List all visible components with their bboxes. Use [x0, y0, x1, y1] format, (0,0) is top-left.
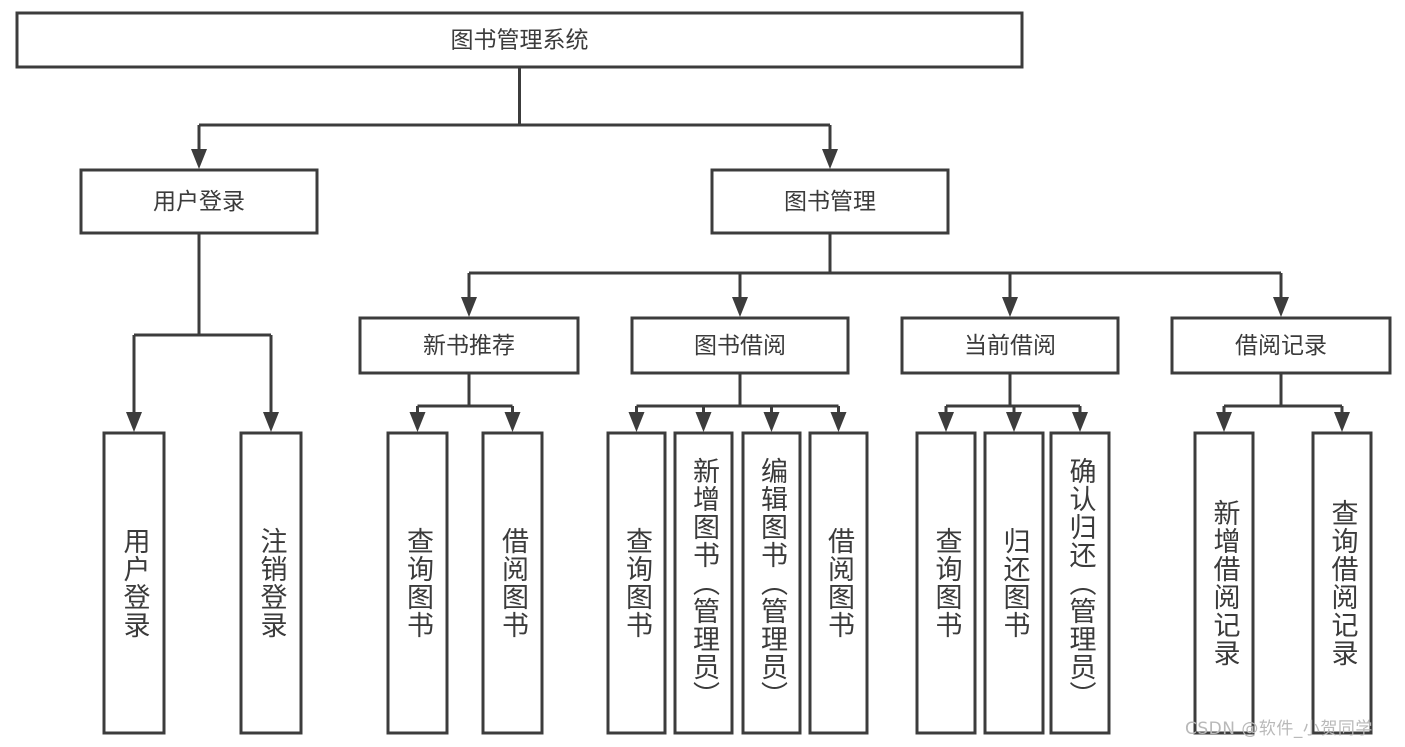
- node-root[interactable]: [15, 11, 1024, 69]
- arrow-head-icon: [1006, 412, 1022, 432]
- node-label: 新书推荐: [423, 333, 515, 359]
- node-box-layer: [15, 11, 1392, 735]
- node-leaf-3[interactable]: [481, 431, 544, 735]
- node-leaf-0[interactable]: [102, 431, 166, 735]
- arrow-head-icon: [191, 149, 207, 169]
- node-box[interactable]: [1311, 431, 1373, 735]
- arrow-head-icon: [1002, 297, 1018, 317]
- node-label: 用户登录: [153, 189, 245, 215]
- node-box[interactable]: [358, 316, 580, 375]
- node-box[interactable]: [386, 431, 449, 735]
- node-box[interactable]: [808, 431, 869, 735]
- node-box[interactable]: [15, 11, 1024, 69]
- node-leaf-2[interactable]: [386, 431, 449, 735]
- arrow-head-icon: [1072, 412, 1088, 432]
- arrow-head-icon: [830, 412, 847, 432]
- node-box[interactable]: [79, 168, 319, 235]
- node-leaf-11[interactable]: [1193, 431, 1255, 735]
- node-level3-0[interactable]: [358, 316, 580, 375]
- node-box[interactable]: [630, 316, 850, 375]
- arrow-head-icon: [822, 149, 838, 169]
- node-label: 借阅记录: [1235, 333, 1327, 359]
- arrow-head-icon: [126, 412, 142, 432]
- arrow-head-icon: [1216, 412, 1232, 432]
- node-box[interactable]: [481, 431, 544, 735]
- node-box[interactable]: [983, 431, 1045, 735]
- node-box[interactable]: [741, 431, 802, 735]
- node-leaf-9[interactable]: [983, 431, 1045, 735]
- node-label: 图书管理系统: [451, 28, 589, 54]
- watermark-text: CSDN @软件_小贺同学: [1185, 719, 1373, 739]
- node-level2-0[interactable]: [79, 168, 319, 235]
- arrow-head-icon: [628, 412, 645, 432]
- node-leaf-4[interactable]: [606, 431, 667, 735]
- arrow-head-icon: [938, 412, 954, 432]
- node-leaf-7[interactable]: [808, 431, 869, 735]
- arrow-head-icon: [732, 297, 748, 317]
- node-box[interactable]: [606, 431, 667, 735]
- node-leaf-1[interactable]: [239, 431, 303, 735]
- node-box[interactable]: [900, 316, 1120, 375]
- node-level3-3[interactable]: [1170, 316, 1392, 375]
- node-box[interactable]: [239, 431, 303, 735]
- arrow-head-icon: [461, 297, 477, 317]
- arrow-head-icon: [263, 412, 279, 432]
- node-box[interactable]: [673, 431, 734, 735]
- node-label: 图书管理: [784, 189, 876, 215]
- node-leaf-5[interactable]: [673, 431, 734, 735]
- node-level3-2[interactable]: [900, 316, 1120, 375]
- node-level3-1[interactable]: [630, 316, 850, 375]
- node-label: 当前借阅: [964, 333, 1056, 359]
- arrow-head-icon: [1334, 412, 1350, 432]
- node-level2-1[interactable]: [710, 168, 950, 235]
- node-box[interactable]: [915, 431, 977, 735]
- arrow-head-icon: [695, 412, 712, 432]
- node-leaf-8[interactable]: [915, 431, 977, 735]
- arrow-head-icon: [763, 412, 780, 432]
- node-leaf-6[interactable]: [741, 431, 802, 735]
- node-box[interactable]: [1193, 431, 1255, 735]
- node-box[interactable]: [1049, 431, 1111, 735]
- node-leaf-12[interactable]: [1311, 431, 1373, 735]
- arrow-head-icon: [409, 412, 426, 432]
- node-label: 图书借阅: [694, 333, 786, 359]
- node-box[interactable]: [710, 168, 950, 235]
- node-leaf-10[interactable]: [1049, 431, 1111, 735]
- node-box[interactable]: [1170, 316, 1392, 375]
- arrow-head-icon: [1273, 297, 1289, 317]
- arrow-head-icon: [504, 412, 521, 432]
- connector-layer: [126, 67, 1350, 432]
- node-box[interactable]: [102, 431, 166, 735]
